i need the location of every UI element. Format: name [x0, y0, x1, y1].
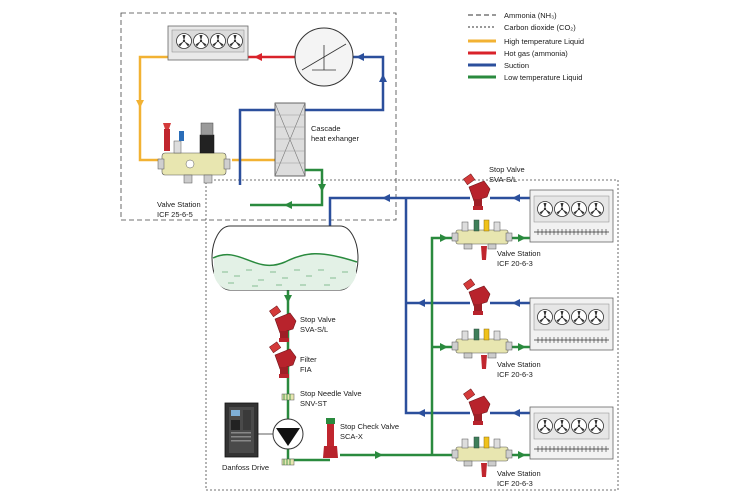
valve-station-main-label2: ICF 25-6-5 [157, 210, 193, 219]
filter-label1: Filter [300, 355, 317, 364]
valve-station-main-label1: Valve Station [157, 200, 201, 209]
valve-station-c-label1: Valve Station [497, 469, 541, 478]
stop-valve-suction-3 [462, 388, 491, 426]
legend-hot-gas: Hot gas (ammonia) [504, 49, 568, 58]
co2-pipes [250, 168, 530, 462]
condenser-unit [167, 25, 249, 61]
stop-valve-suction-2 [462, 278, 491, 316]
cascade-label-line2: heat exhanger [311, 134, 359, 143]
valve-station-a-label2: ICF 20-6-3 [497, 259, 533, 268]
receiver-tank [211, 225, 359, 291]
danfoss-drive-label: Danfoss Drive [222, 463, 269, 472]
evaporator-3 [530, 407, 613, 459]
legend-low-temp-liquid: Low temperature Liquid [504, 73, 582, 82]
check-valve-label2: SCA-X [340, 432, 363, 441]
compressor-icon [294, 27, 354, 87]
stop-valve-left-label1: Stop Valve [300, 315, 336, 324]
ammonia-pipes [136, 53, 387, 185]
cascade-label-line1: Cascade [311, 124, 341, 133]
stop-valve-left-label2: SVA-S/L [300, 325, 328, 334]
filter-label2: FIA [300, 365, 312, 374]
stop-valve-liquid [268, 305, 297, 343]
filter-icon [268, 341, 297, 379]
needle-valve-icon [281, 393, 295, 401]
stop-valve-suction-1 [462, 173, 491, 211]
co2-circuit-boundary [205, 179, 619, 491]
stop-valve-top-label1: Stop Valve [489, 165, 525, 174]
needle-valve-label2: SNV-ST [300, 399, 328, 408]
valve-station-b-label2: ICF 20-6-3 [497, 370, 533, 379]
legend: Ammonia (NH₃) Carbon dioxide (CO₂) High … [468, 11, 584, 82]
needle-valve-2-icon [281, 458, 295, 466]
check-valve-icon [323, 418, 338, 458]
evaporator-1 [530, 190, 613, 242]
legend-suction: Suction [504, 61, 529, 70]
legend-co2: Carbon dioxide (CO₂) [504, 23, 576, 32]
valve-station-c-label2: ICF 20-6-3 [497, 479, 533, 488]
valve-station-a-label1: Valve Station [497, 249, 541, 258]
cascade-heat-exchanger [274, 102, 306, 177]
legend-high-temp-liquid: High temperature Liquid [504, 37, 584, 46]
ammonia-circuit-boundary [120, 12, 397, 221]
valve-station-b-label1: Valve Station [497, 360, 541, 369]
danfoss-drive [224, 402, 259, 458]
evaporator-2 [530, 298, 613, 350]
liquid-pump-icon [258, 418, 304, 450]
valve-station-main [157, 122, 231, 184]
legend-ammonia: Ammonia (NH₃) [504, 11, 557, 20]
check-valve-label1: Stop Check Valve [340, 422, 399, 431]
stop-valve-top-label2: SVA-S/L [489, 175, 517, 184]
needle-valve-label1: Stop Needle Valve [300, 389, 362, 398]
